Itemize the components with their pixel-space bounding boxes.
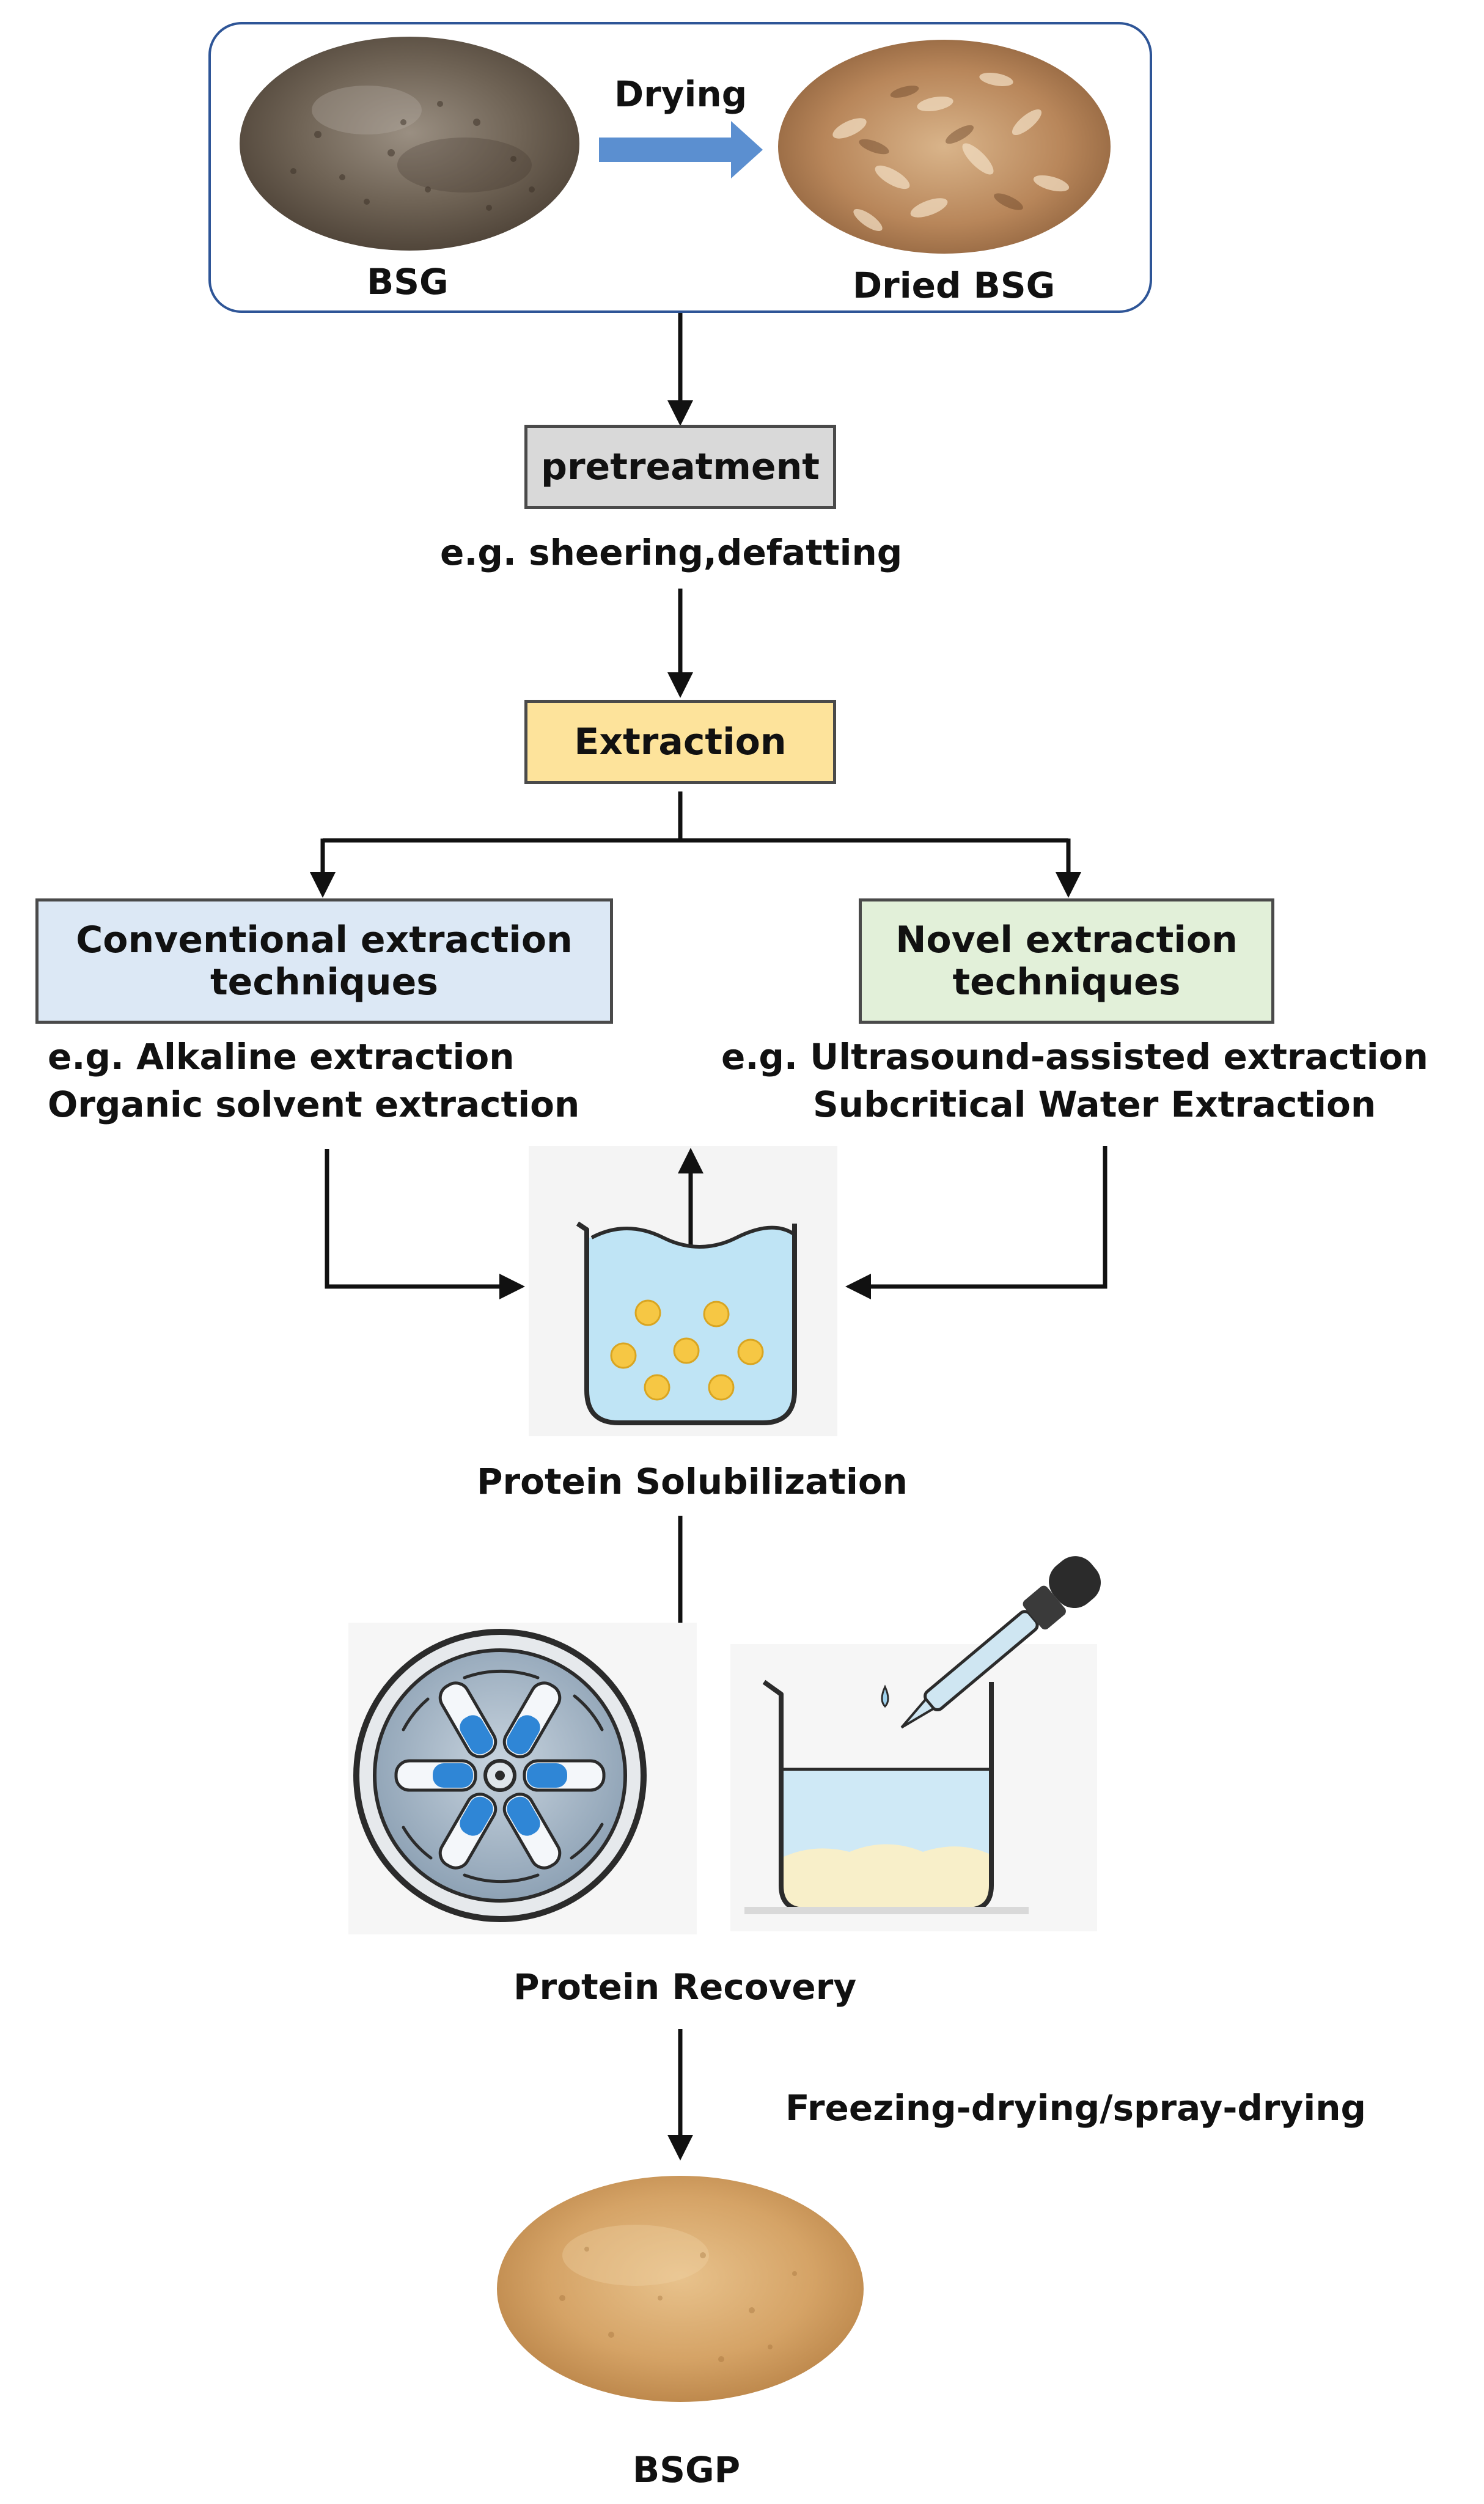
bsg-label: BSG: [367, 261, 449, 303]
drying-arrow: [599, 121, 763, 178]
novel-title-line1: Novel extraction: [895, 918, 1238, 961]
dried-bsg-shadows: [859, 86, 1023, 210]
conventional-title-line2: techniques: [210, 960, 438, 1004]
pretreatment-label: pretreatment: [541, 445, 820, 488]
pretreatment-box: pretreatment: [524, 425, 836, 509]
conventional-example-line2: Organic solvent extraction: [48, 1084, 580, 1125]
novel-example-line2: Subcritical Water Extraction: [813, 1084, 1376, 1125]
conventional-techniques-box: Conventional extraction techniques: [35, 898, 613, 1024]
precipitation-beaker-icon: [730, 1644, 1097, 1931]
bsgp-label: BSGP: [633, 2449, 741, 2491]
drying-method-label: Freezing-drying/spray-drying: [785, 2087, 1367, 2129]
novel-techniques-box: Novel extraction techniques: [859, 898, 1274, 1024]
protein-recovery-label: Protein Recovery: [513, 1966, 857, 2008]
pretreatment-example: e.g. sheering,defatting: [440, 532, 903, 573]
protein-particles: [610, 1299, 764, 1401]
novel-example-line1: e.g. Ultrasound-assisted extraction: [721, 1036, 1428, 1078]
dried-bsg-label: Dried BSG: [853, 265, 1056, 306]
novel-title-line2: techniques: [952, 960, 1181, 1004]
dried-bsg-texture: [832, 73, 1070, 232]
bsgp-powder-texture: [559, 2247, 797, 2362]
conventional-example-line1: e.g. Alkaline extraction: [48, 1036, 515, 1078]
bsgp-powder-image: [497, 2176, 864, 2402]
beaker-icon: [576, 1221, 797, 1425]
bsg-texture: [290, 101, 535, 211]
bsg-image: [240, 37, 579, 251]
dropper-icon: [881, 1556, 1101, 1729]
extraction-label: Extraction: [574, 720, 787, 763]
arrow-conventional-to-beaker: [325, 1149, 525, 1299]
drying-label: Drying: [614, 73, 748, 115]
extraction-box: Extraction: [524, 700, 836, 784]
conventional-title-line1: Conventional extraction: [76, 918, 573, 961]
protein-solubilization-label: Protein Solubilization: [477, 1461, 908, 1502]
arrow-novel-to-beaker: [845, 1146, 1107, 1299]
dried-bsg-image: [778, 40, 1111, 254]
centrifuge-tubes: [394, 1681, 606, 1870]
